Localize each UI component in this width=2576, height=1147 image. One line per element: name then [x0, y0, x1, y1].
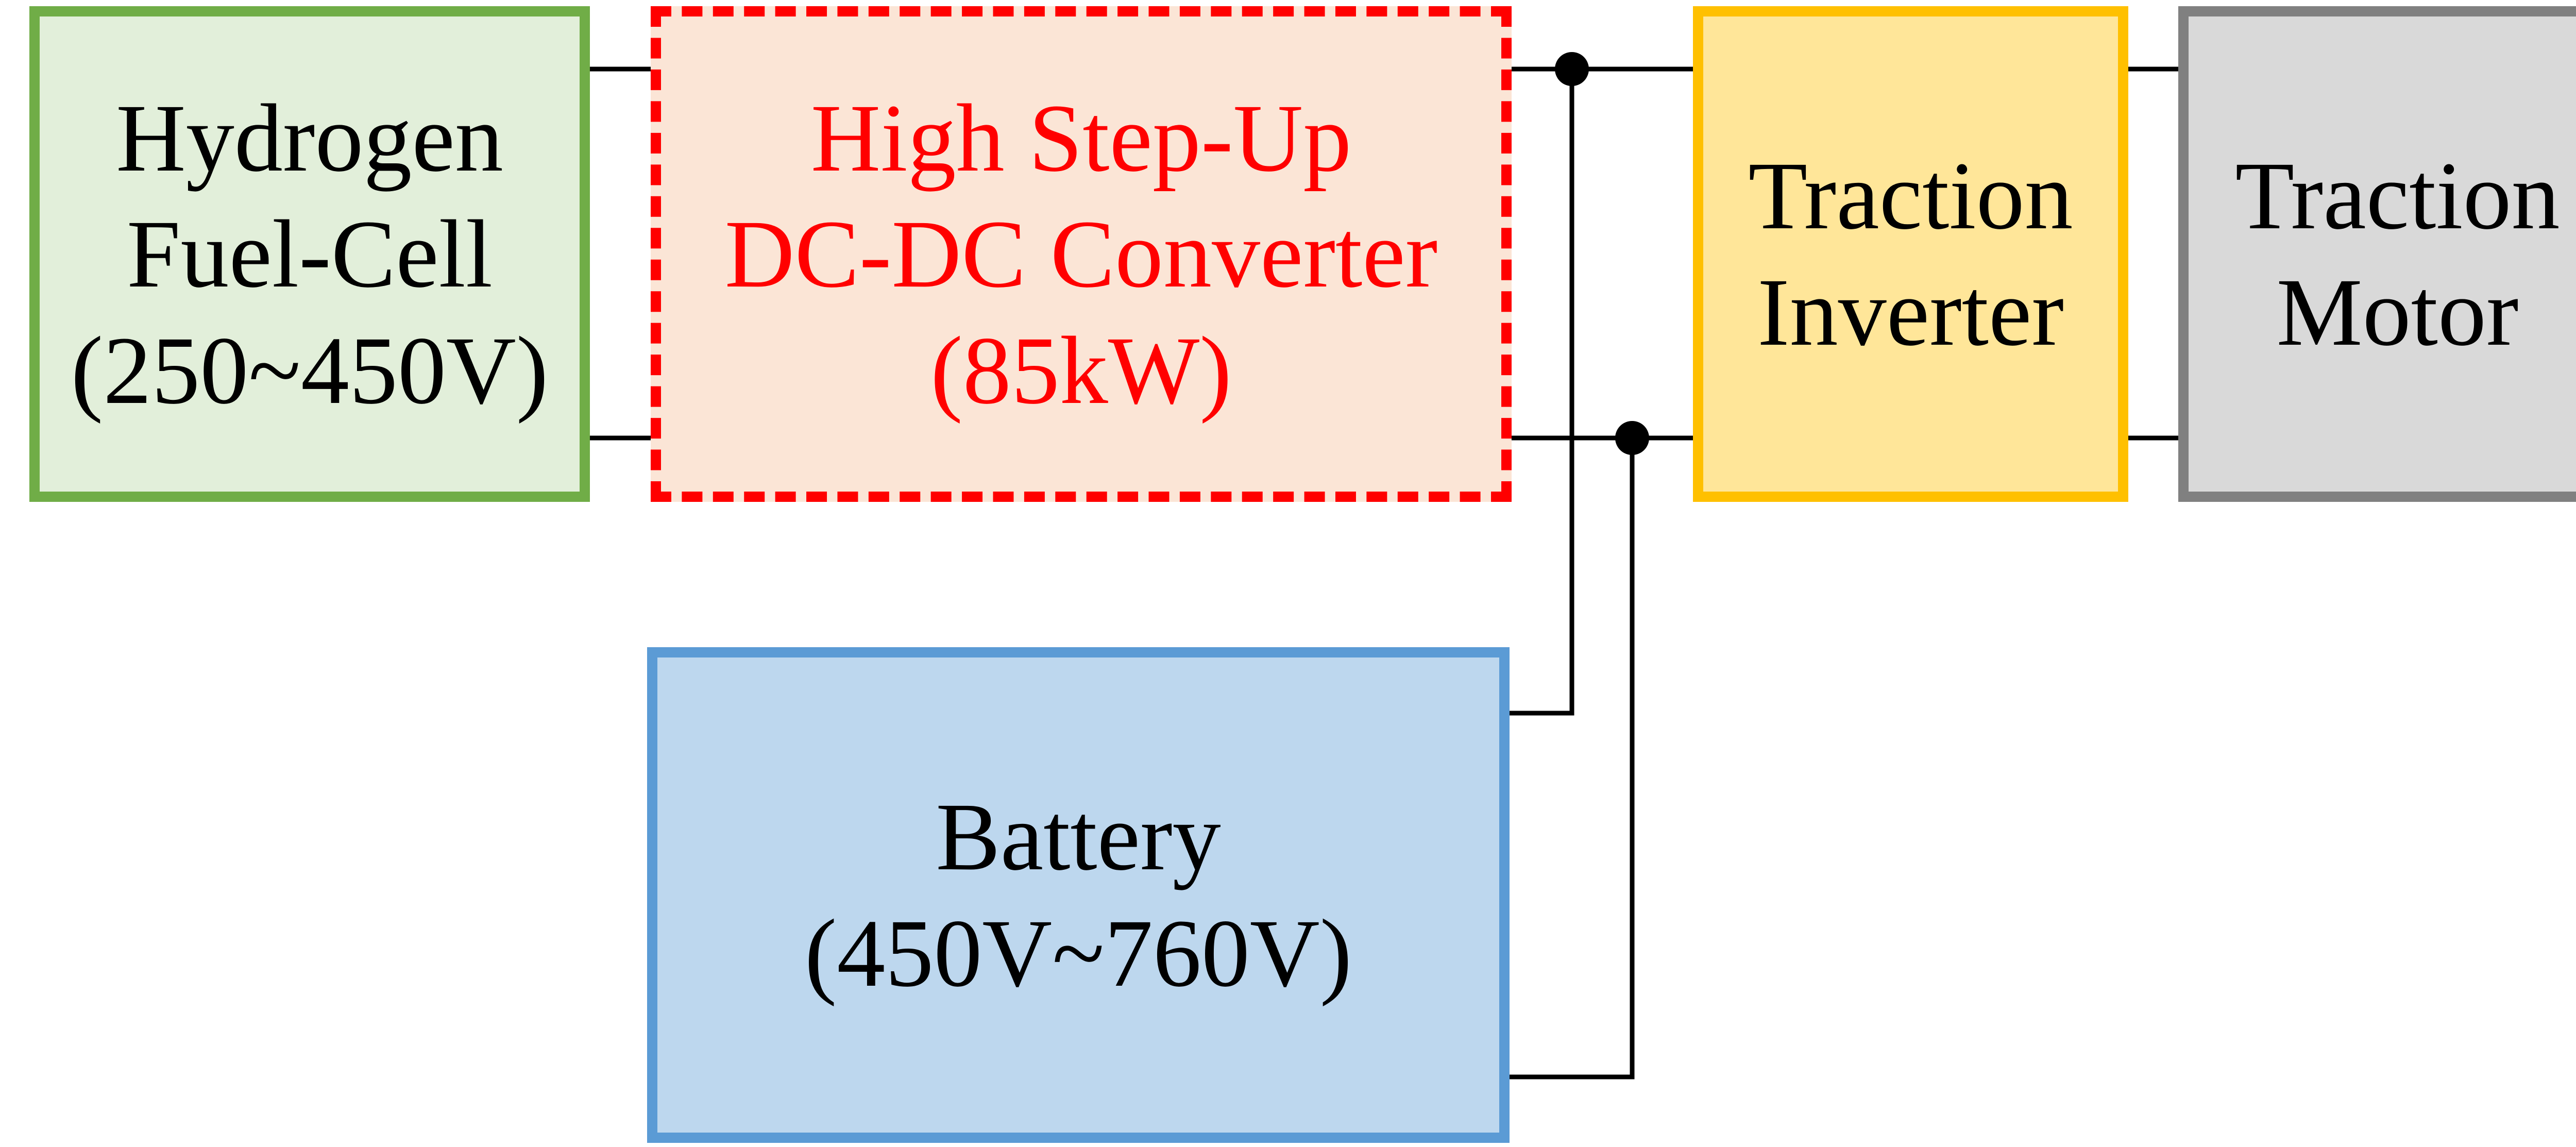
fuel-cell-label-line-1: Hydrogen	[116, 83, 503, 192]
junction-node-top	[1555, 52, 1589, 86]
wire-battery-top	[1507, 66, 1574, 716]
wire-battery-bottom	[1507, 435, 1635, 1079]
traction-motor-block: Traction Motor	[2178, 6, 2576, 502]
fuel-cell-block: Hydrogen Fuel-Cell (250~450V)	[29, 6, 590, 502]
battery-block: Battery (450V~760V)	[647, 647, 1510, 1143]
motor-label-line-1: Traction	[2235, 142, 2560, 250]
inverter-label-line-2: Inverter	[1757, 258, 2064, 366]
traction-inverter-block: Traction Inverter	[1693, 6, 2128, 502]
dc-dc-converter-block: High Step-Up DC-DC Converter (85kW)	[651, 6, 1512, 502]
inverter-label-line-1: Traction	[1748, 142, 2073, 250]
fuel-cell-voltage: (250~450V)	[71, 316, 549, 424]
converter-label-line-1: High Step-Up	[810, 83, 1352, 192]
battery-label: Battery	[936, 783, 1221, 891]
converter-label-line-2: DC-DC Converter	[724, 200, 1438, 308]
junction-node-bottom	[1615, 421, 1649, 455]
motor-label-line-2: Motor	[2276, 258, 2519, 366]
converter-power: (85kW)	[930, 316, 1232, 424]
battery-voltage: (450V~760V)	[804, 899, 1352, 1007]
fuel-cell-label-line-2: Fuel-Cell	[126, 200, 493, 308]
